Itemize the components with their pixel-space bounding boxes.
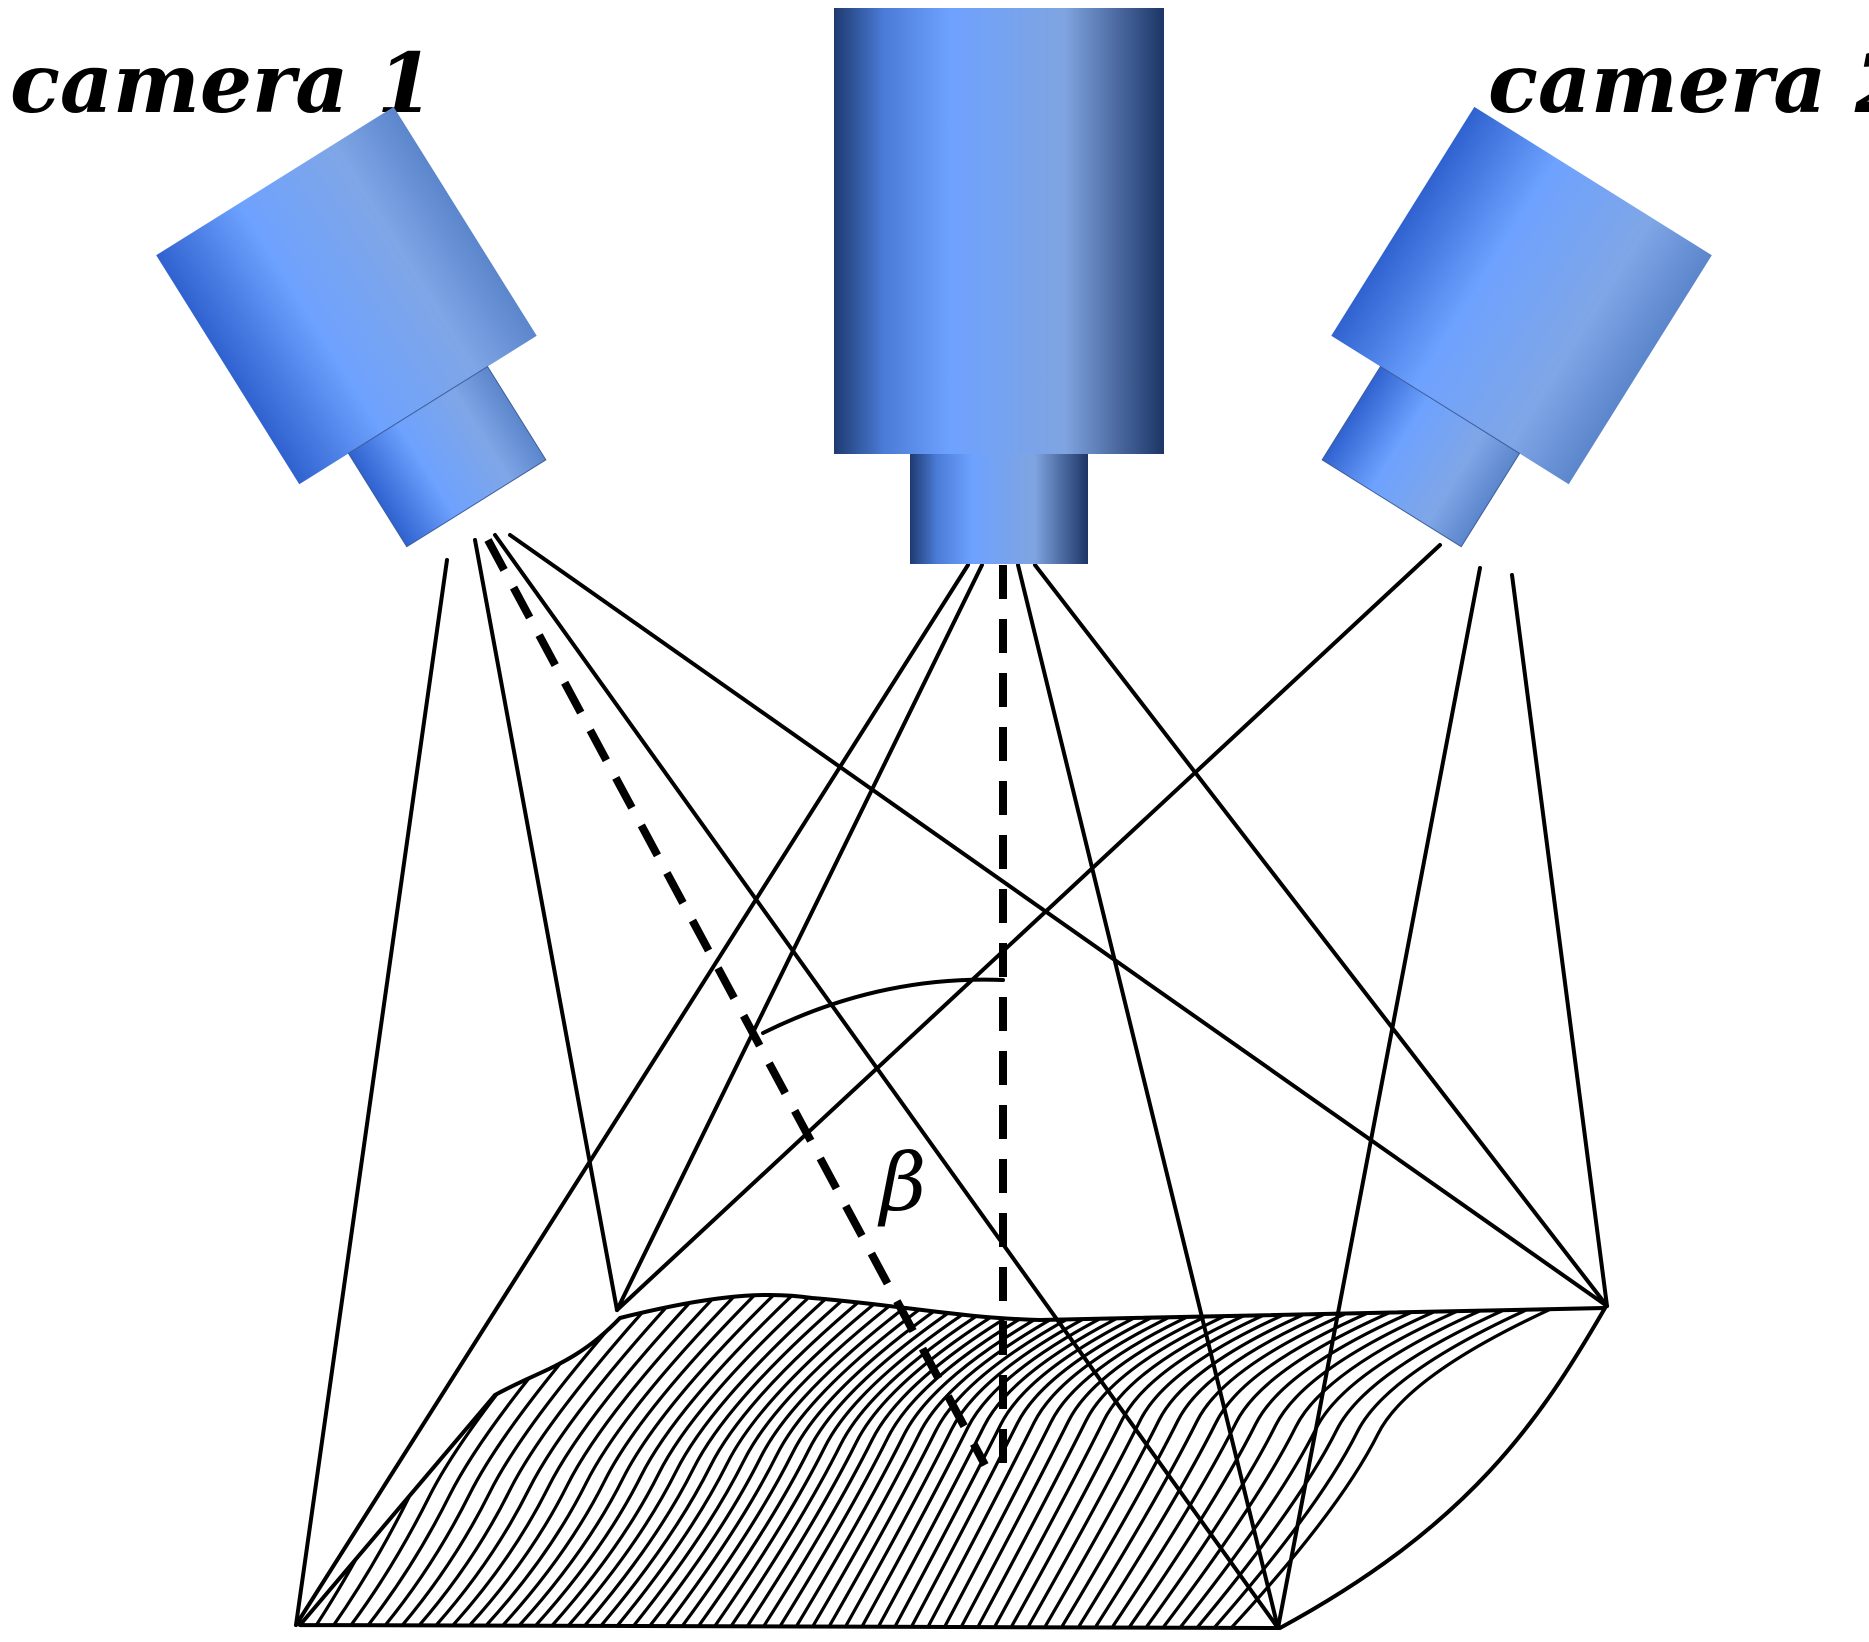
fringe-line <box>587 1294 911 1628</box>
angle-beta-label: β <box>877 1136 926 1229</box>
fringe-line <box>554 1294 872 1628</box>
camera-2-label: camera 2 <box>1488 36 1869 132</box>
surface-outline <box>298 1292 1609 1631</box>
fringe-line <box>471 1294 772 1628</box>
camera-2-body <box>1331 106 1712 485</box>
fringe-line <box>305 1294 572 1628</box>
fringe-line <box>371 1294 652 1628</box>
fringe-line <box>571 1294 892 1628</box>
fringe-line <box>487 1294 792 1628</box>
camera-2 <box>1321 106 1712 548</box>
angle-arc <box>761 977 1005 1035</box>
camera-1-lens <box>347 365 547 548</box>
projector-lens <box>910 454 1088 564</box>
fringe-line <box>300 1294 552 1628</box>
fringe-line <box>720 1294 1071 1628</box>
camera-1-body <box>156 106 537 485</box>
fringe-line <box>1185 1294 1605 1628</box>
camera-2-lens <box>1321 365 1521 548</box>
fringe-line <box>687 1294 1031 1628</box>
fringe-line <box>454 1294 752 1628</box>
fringe-line <box>703 1294 1051 1628</box>
camera-1 <box>156 106 547 548</box>
fringe-line <box>637 1294 971 1628</box>
fringe-line <box>670 1294 1011 1628</box>
camera-1-label: camera 1 <box>10 36 434 132</box>
camera-2-view-rays <box>615 543 1609 1630</box>
projector <box>834 8 1164 564</box>
fringe-surface <box>300 1294 1605 1628</box>
fringe-line <box>521 1294 832 1628</box>
fringe-line <box>404 1294 692 1628</box>
fringe-line <box>438 1294 732 1628</box>
camera-1-view-rays <box>294 533 1609 1630</box>
projector-body <box>834 8 1164 454</box>
fringe-line <box>1202 1294 1605 1628</box>
fringe-line <box>504 1294 812 1628</box>
projector-rays <box>294 563 1609 1630</box>
fringe-line <box>653 1294 991 1628</box>
fringe-line <box>421 1294 712 1628</box>
fringe-line <box>620 1294 951 1628</box>
fringe-line <box>604 1294 931 1628</box>
fringe-line <box>537 1294 852 1628</box>
camera-1-optical-axis <box>484 538 989 1467</box>
